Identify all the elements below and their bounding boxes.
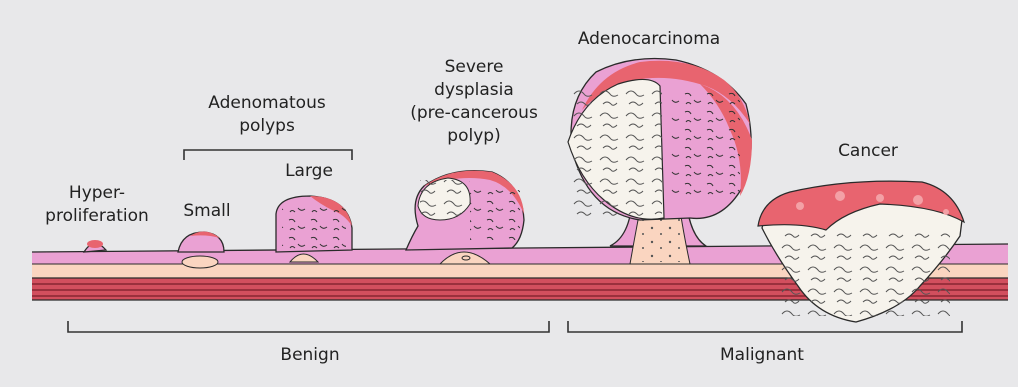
cancer-lesion	[758, 181, 964, 322]
adenomatous-line-2: polyps	[192, 115, 342, 138]
adenomatous-line-1: Adenomatous	[192, 92, 342, 115]
hyperproliferation-line-1: Hyper-	[32, 182, 162, 205]
hyperproliferation-label: Hyper- proliferation	[32, 182, 162, 228]
severe-line-2: dysplasia	[404, 79, 544, 102]
adenomatous-polyps-label: Adenomatous polyps	[192, 92, 342, 138]
large-label: Large	[276, 160, 342, 183]
hyperproliferation-line-2: proliferation	[32, 205, 162, 228]
small-label: Small	[172, 200, 242, 223]
severe-line-4: polyp)	[404, 125, 544, 148]
malignant-label: Malignant	[702, 344, 822, 367]
cancer-label: Cancer	[826, 140, 910, 163]
benign-label: Benign	[262, 344, 358, 367]
severe-line-1: Severe	[404, 56, 544, 79]
severe-dysplasia-label: Severe dysplasia (pre-cancerous polyp)	[404, 56, 544, 148]
adenocarcinoma-label: Adenocarcinoma	[566, 28, 732, 51]
severe-line-3: (pre-cancerous	[404, 102, 544, 125]
